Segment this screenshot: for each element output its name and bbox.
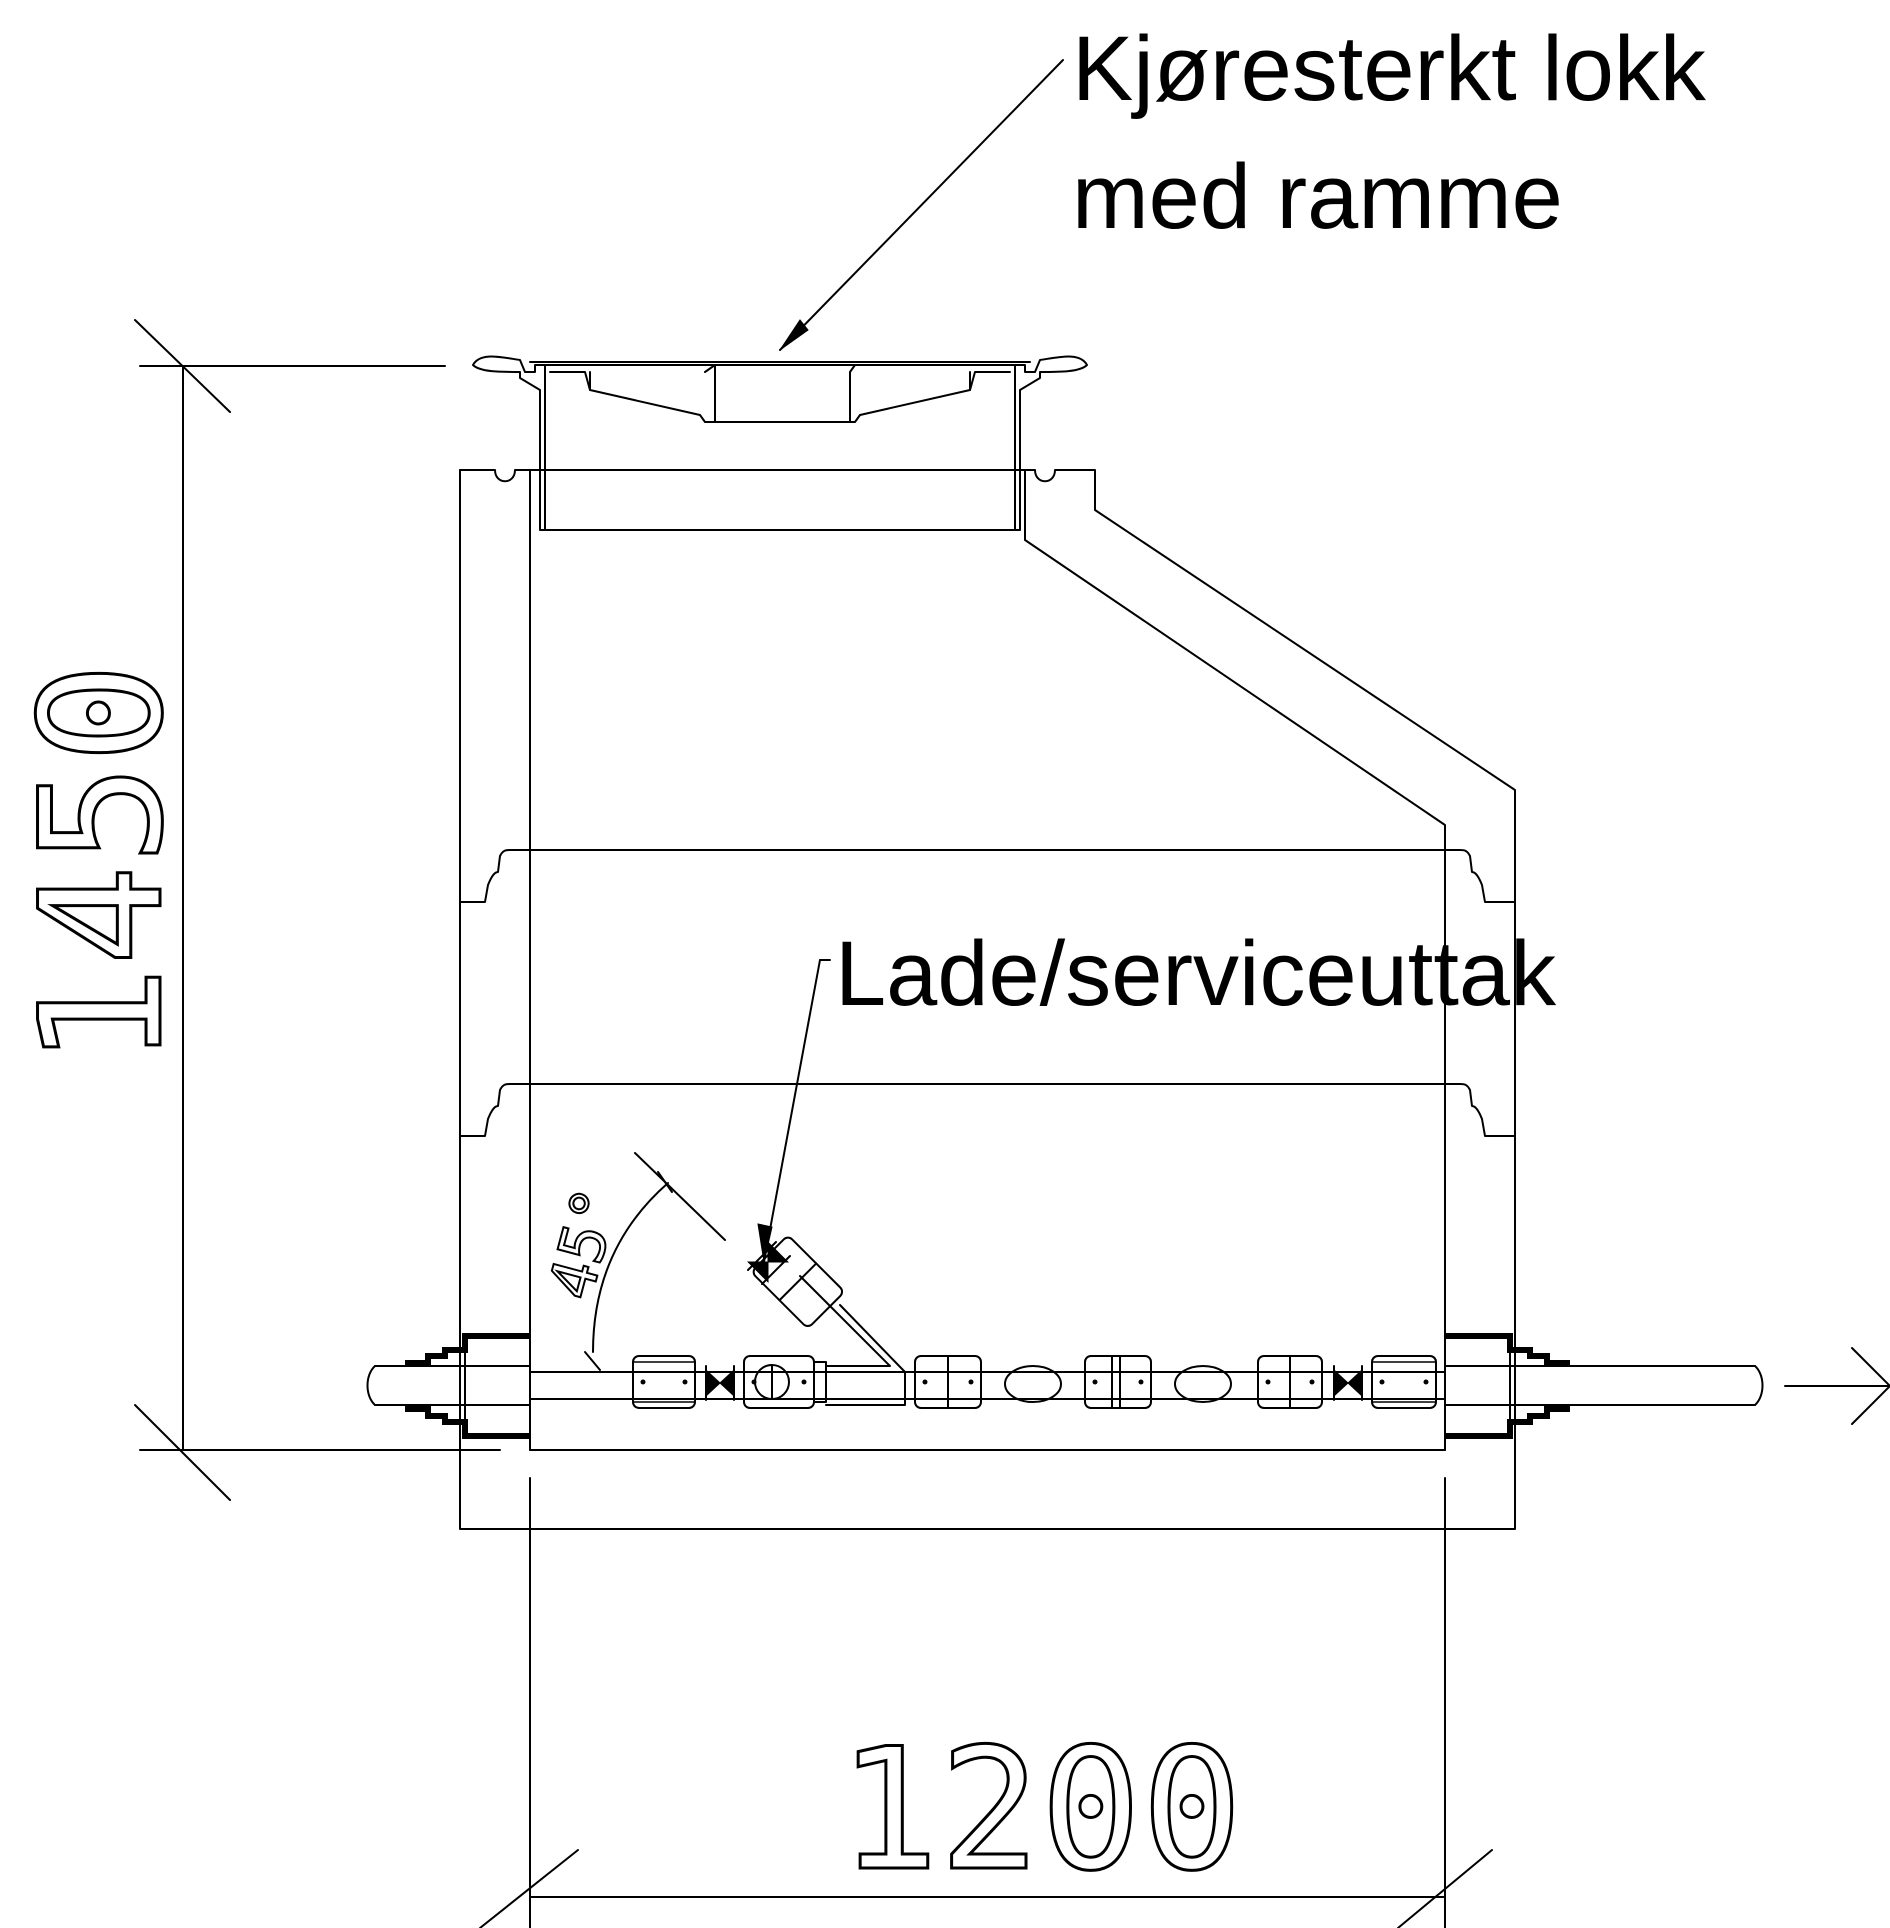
outlet-leader-arrow [757, 959, 831, 1263]
height-dimension: 1450 [3, 319, 501, 1501]
lid-label-line1: Kjøresterkt lokk [1072, 18, 1707, 120]
flow-direction-arrow [1784, 1347, 1890, 1425]
pipe-fittings [632, 1275, 1437, 1409]
height-value: 1450 [4, 662, 200, 1067]
angle-value: 45° [534, 1180, 633, 1307]
angle-dimension: 45° [533, 1152, 726, 1371]
width-value: 1200 [838, 1712, 1243, 1908]
lid-with-frame [472, 355, 1088, 531]
lid-label-line2: med ramme [1072, 146, 1563, 248]
outlet-label: Lade/serviceuttak [835, 923, 1557, 1025]
right-pipe-seal [1445, 1333, 1570, 1439]
width-dimension: 1200 [479, 1477, 1493, 1928]
manhole-body [459, 469, 1516, 1530]
left-pipe-seal [405, 1333, 530, 1439]
lid-leader-arrow [779, 59, 1064, 351]
through-pipe [366, 1365, 1764, 1406]
service-outlet-branch [746, 1236, 844, 1328]
